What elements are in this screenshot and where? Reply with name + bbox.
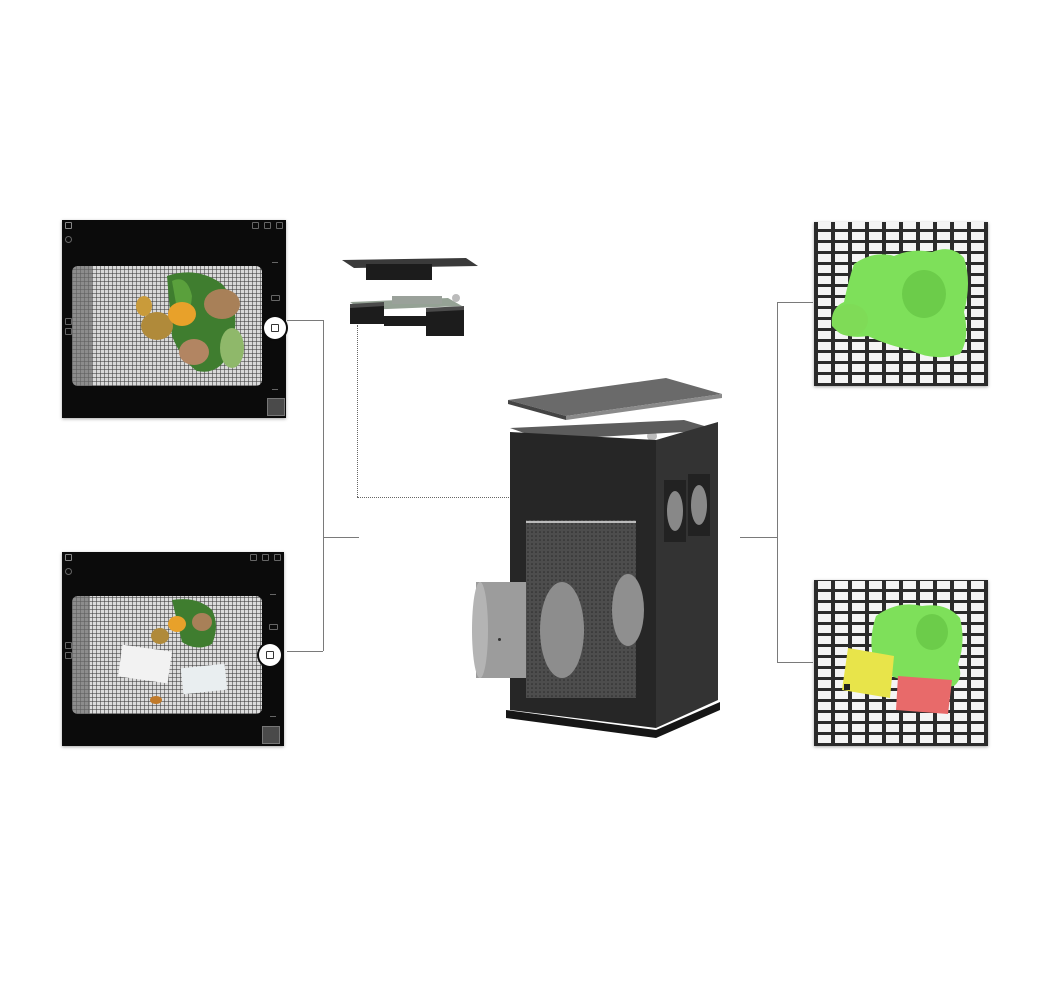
app-icon — [65, 554, 72, 561]
connector-line — [323, 537, 359, 538]
produce-with-packaging-photo — [72, 596, 262, 714]
chevron-up-icon[interactable] — [272, 262, 278, 267]
settings-icon[interactable] — [65, 568, 72, 575]
phone-capture-produce — [62, 220, 286, 418]
settings-icon[interactable] — [65, 236, 72, 243]
minimize-icon — [250, 554, 257, 561]
enclosure-device — [466, 370, 736, 750]
chevron-down-icon[interactable] — [272, 385, 278, 390]
maximize-icon — [262, 554, 269, 561]
camera-viewfinder — [72, 596, 262, 714]
maximize-icon — [264, 222, 271, 229]
chevron-up-icon[interactable] — [270, 594, 276, 599]
connector-line — [287, 651, 323, 652]
photo-mode-icon[interactable] — [65, 652, 72, 659]
marker-dot — [498, 638, 501, 641]
produce-mask — [814, 222, 988, 386]
camera-shutter-icon[interactable] — [259, 644, 281, 666]
segmentation-produce — [814, 222, 988, 386]
camera-shutter-icon[interactable] — [264, 317, 286, 339]
video-icon[interactable] — [269, 624, 278, 630]
photo-mode-icon[interactable] — [65, 328, 72, 335]
grid-icon[interactable] — [65, 318, 72, 325]
produce-packaging-mask — [814, 580, 988, 746]
gallery-thumbnail-icon[interactable] — [267, 398, 285, 416]
grid-icon[interactable] — [65, 642, 72, 649]
connector-line — [323, 320, 324, 651]
phone-status-bar — [62, 220, 286, 230]
module-link-line — [357, 325, 358, 497]
minimize-icon — [252, 222, 259, 229]
app-icon — [65, 222, 72, 229]
chevron-down-icon[interactable] — [270, 712, 276, 717]
camera-viewfinder — [72, 266, 262, 386]
connector-line — [777, 662, 813, 663]
phone-capture-produce-with-packaging — [62, 552, 284, 746]
connector-line — [740, 537, 778, 538]
video-icon[interactable] — [271, 295, 280, 301]
sensor-module-exploded — [336, 250, 496, 345]
close-icon — [274, 554, 281, 561]
gallery-thumbnail-icon[interactable] — [262, 726, 280, 744]
connector-line — [777, 302, 813, 303]
phone-status-bar — [62, 552, 284, 562]
close-icon — [276, 222, 283, 229]
produce-photo — [72, 266, 262, 386]
connector-line — [287, 320, 323, 321]
connector-line — [777, 302, 778, 663]
segmentation-produce-with-packaging — [814, 580, 988, 746]
